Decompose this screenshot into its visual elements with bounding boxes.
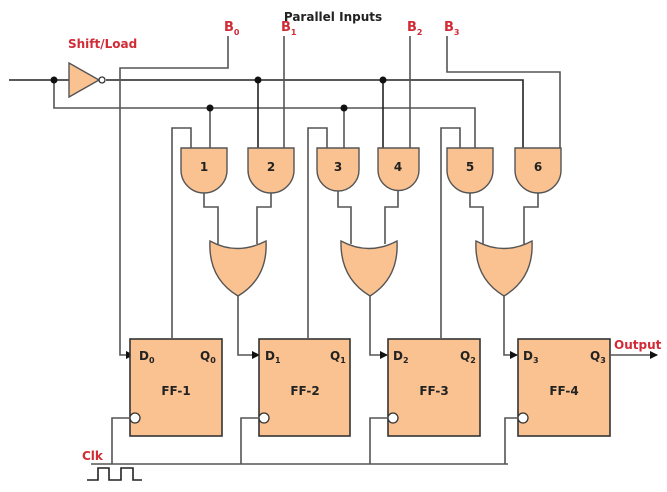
input-label-b0: B0 (224, 20, 240, 37)
and5-to-or3 (469, 193, 484, 244)
shift-load-label: Shift/Load (68, 37, 137, 51)
clock-wiring (91, 417, 518, 465)
and-gate-5: 5 (446, 147, 494, 194)
svg-text:D0: D0 (139, 349, 155, 365)
input-label-b2: B2 (407, 20, 423, 37)
and2-to-or1 (256, 193, 272, 244)
q0-feedback (171, 127, 192, 338)
svg-text:FF-4: FF-4 (549, 384, 578, 398)
or-gate-2 (340, 239, 398, 297)
svg-text:D2: D2 (393, 349, 409, 365)
svg-text:5: 5 (466, 160, 474, 174)
clock-pulse-icon (87, 467, 142, 481)
and-gate-4: 4 (377, 147, 420, 192)
svg-text:6: 6 (534, 160, 542, 174)
svg-text:FF-2: FF-2 (290, 384, 319, 398)
and-gate-2: 2 (247, 147, 295, 194)
input-label-b1: B1 (281, 20, 297, 37)
flip-flop-1: D0 Q0 FF-1 (129, 338, 223, 437)
svg-text:D3: D3 (523, 349, 539, 365)
or3-to-d3 (503, 296, 518, 359)
diagram-title: Parallel Inputs (284, 10, 382, 24)
and6-to-or3 (523, 193, 539, 244)
b0-wire (119, 36, 229, 359)
shift-load-wiring (9, 76, 524, 148)
or-gate-1 (209, 239, 267, 297)
flip-flop-3: D2 Q2 FF-3 (387, 338, 481, 437)
junction-dot (206, 104, 214, 112)
q1-feedback (307, 127, 328, 338)
b3-wire (446, 36, 561, 148)
svg-text:Q2: Q2 (460, 349, 476, 365)
and-gate-6: 6 (514, 147, 562, 194)
svg-text:Q3: Q3 (590, 349, 606, 365)
q2-feedback (440, 127, 461, 338)
and1-to-or1 (203, 193, 219, 244)
flip-flop-4: D3 Q3 FF-4 (517, 338, 611, 437)
and-gate-1: 1 (180, 147, 228, 194)
and-gate-3: 3 (316, 147, 360, 192)
svg-text:FF-3: FF-3 (419, 384, 448, 398)
svg-text:Q1: Q1 (330, 349, 346, 365)
or1-to-d1 (237, 296, 260, 359)
or-gate-3 (475, 239, 533, 297)
input-label-b3: B3 (444, 20, 460, 37)
output-label: Output (614, 338, 662, 352)
and4-to-or2 (384, 191, 399, 244)
svg-text:4: 4 (394, 160, 402, 174)
junction-dot (340, 104, 348, 112)
junction-dot (254, 76, 262, 84)
junction-dot (379, 76, 387, 84)
svg-text:FF-1: FF-1 (161, 384, 190, 398)
svg-text:1: 1 (200, 160, 208, 174)
svg-text:2: 2 (267, 160, 275, 174)
svg-text:D1: D1 (265, 349, 281, 365)
flip-flop-2: D1 Q1 FF-2 (258, 338, 351, 437)
inverter-gate (68, 61, 106, 99)
and3-to-or2 (337, 191, 352, 244)
clock-label: Clk (82, 449, 104, 463)
or2-to-d2 (369, 296, 388, 359)
svg-text:Q0: Q0 (200, 349, 216, 365)
svg-text:3: 3 (334, 160, 342, 174)
